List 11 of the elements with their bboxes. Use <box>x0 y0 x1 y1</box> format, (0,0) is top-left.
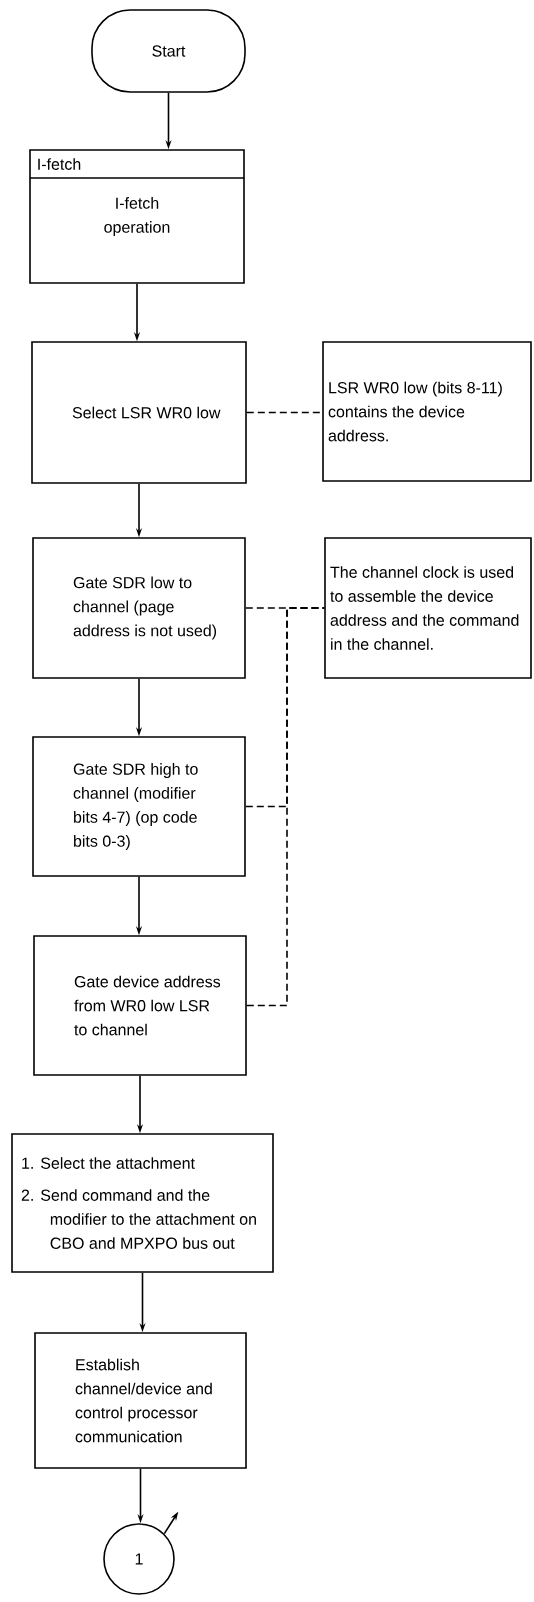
process-box: I-fetch I-fetch operation <box>29 149 245 284</box>
process-box: Establish channel/device and control processor communication <box>34 1332 247 1469</box>
process-box: Select LSR WR0 low <box>31 341 247 484</box>
process-box: 1. Select the attachment 2. Send command and the modifier to the attachment on CBO and MPXPO bus out <box>11 1133 274 1273</box>
note-box: LSR WR0 low (bits 8-11) contains the device address. <box>322 341 532 482</box>
leader-line <box>246 607 325 1007</box>
note-box: The channel clock is used to assemble the device address and the command in the channel. <box>324 537 532 679</box>
process-box: Gate SDR high to channel (modifier bits 4-7) (op code bits 0-3) <box>32 736 246 877</box>
leader-line <box>246 411 323 414</box>
process-box: Gate device address from WR0 low LSR to channel <box>33 935 247 1076</box>
process-box: Gate SDR low to channel (page address is not used) <box>32 537 246 679</box>
